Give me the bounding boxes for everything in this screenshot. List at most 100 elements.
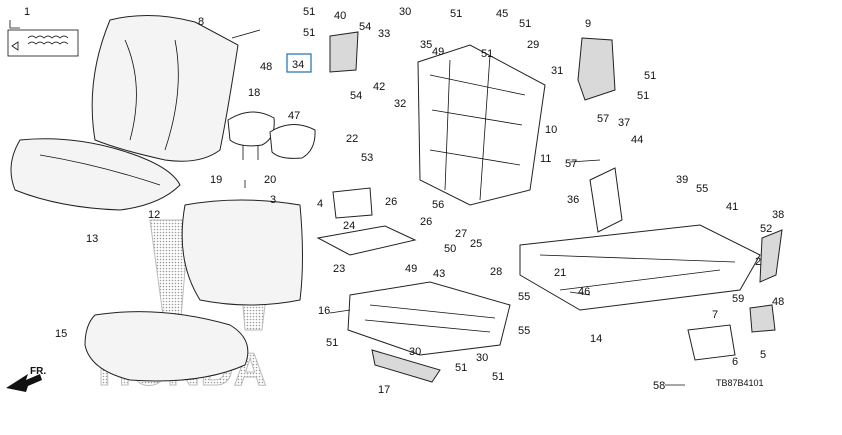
part-18-headrest <box>227 111 275 160</box>
callout-56: 56 <box>432 199 444 211</box>
callout-31: 31 <box>551 65 563 77</box>
callout-9: 9 <box>585 18 591 30</box>
callout-30c: 30 <box>476 352 488 364</box>
callout-55a: 55 <box>696 183 708 195</box>
callout-37: 37 <box>618 117 630 129</box>
drawing-code: TB87B4101 <box>716 378 764 388</box>
callout-51d: 51 <box>481 48 493 60</box>
part-15-lower-cushion <box>84 311 249 382</box>
callout-52: 52 <box>760 223 772 235</box>
part-24-box <box>332 187 373 219</box>
leader-lines <box>231 29 685 386</box>
front-direction-arrow: FR. <box>6 366 46 392</box>
callout-12: 12 <box>148 209 160 221</box>
direction-label: FR. <box>30 366 46 377</box>
part-23-tray <box>316 225 417 256</box>
part-13-seat-cushion <box>10 138 181 211</box>
part-11-seatback-frame <box>417 44 546 206</box>
callout-57b: 57 <box>565 158 577 170</box>
part-12-cushion-back <box>181 199 303 306</box>
callout-55c: 55 <box>518 325 530 337</box>
callout-5: 5 <box>760 349 766 361</box>
callout-51f: 51 <box>637 90 649 102</box>
callout-10: 10 <box>545 124 557 136</box>
callout-39: 39 <box>676 174 688 186</box>
part-8-seatback-cover <box>91 15 239 162</box>
callout-11: 11 <box>540 153 551 165</box>
callout-labels: 1 2 3 4 5 6 7 8 9 10 11 12 13 14 15 16 1… <box>24 6 784 396</box>
callout-16: 16 <box>318 305 330 317</box>
part-36-cover <box>589 167 623 233</box>
callout-51j: 51 <box>303 27 315 39</box>
callout-26b: 26 <box>420 216 432 228</box>
callout-23: 23 <box>333 263 345 275</box>
callout-28: 28 <box>490 266 502 278</box>
callout-2: 2 <box>755 256 761 268</box>
callout-27: 27 <box>455 228 467 240</box>
callout-7: 7 <box>712 309 718 321</box>
callout-43: 43 <box>433 268 445 280</box>
part-38-trim <box>759 229 783 283</box>
callout-55b: 55 <box>518 291 530 303</box>
callout-35: 35 <box>420 39 432 51</box>
callout-14: 14 <box>590 333 602 345</box>
callout-44: 44 <box>631 134 643 146</box>
callout-45: 45 <box>496 8 508 20</box>
callout-53: 53 <box>361 152 373 164</box>
callout-48a: 48 <box>260 61 272 73</box>
part-40-bracket <box>329 31 359 73</box>
callout-3: 3 <box>270 194 276 206</box>
callout-51c: 51 <box>519 18 531 30</box>
callout-26a: 26 <box>385 196 397 208</box>
callout-51a: 51 <box>303 6 315 18</box>
callout-20: 20 <box>264 174 276 186</box>
callout-22: 22 <box>346 133 358 145</box>
callout-34: 34 <box>292 59 304 71</box>
callout-18: 18 <box>248 87 260 99</box>
part-5-latch <box>749 304 776 333</box>
callout-25: 25 <box>470 238 482 250</box>
callout-51h: 51 <box>455 362 467 374</box>
callout-4: 4 <box>317 198 323 210</box>
part-16-seat-pan <box>347 281 511 356</box>
callout-42: 42 <box>373 81 385 93</box>
callout-49b: 49 <box>432 46 444 58</box>
callout-46: 46 <box>578 286 590 298</box>
callout-19: 19 <box>210 174 222 186</box>
callout-58: 58 <box>653 380 665 392</box>
part-17-bracket <box>371 349 441 383</box>
callout-1: 1 <box>24 6 30 18</box>
callout-21: 21 <box>554 267 566 279</box>
callout-13: 13 <box>86 233 98 245</box>
callout-48b: 48 <box>772 296 784 308</box>
callout-51b: 51 <box>450 8 462 20</box>
part-9-plate <box>577 37 616 101</box>
part-1-clips <box>7 20 79 57</box>
callout-36: 36 <box>567 194 579 206</box>
callout-54a: 54 <box>359 21 371 33</box>
callout-50: 50 <box>444 243 456 255</box>
callout-49a: 49 <box>405 263 417 275</box>
callout-15: 15 <box>55 328 67 340</box>
part-6-latch <box>687 324 736 361</box>
callout-17: 17 <box>378 384 390 396</box>
callout-32: 32 <box>394 98 406 110</box>
callout-30b: 30 <box>409 346 421 358</box>
part-14-seat-frame <box>519 224 761 311</box>
callout-51e: 51 <box>644 70 656 82</box>
callout-57a: 57 <box>597 113 609 125</box>
callout-24: 24 <box>343 220 355 232</box>
callout-59: 59 <box>732 293 744 305</box>
callout-54b: 54 <box>350 90 362 102</box>
callout-40: 40 <box>334 10 346 22</box>
callout-38: 38 <box>772 209 784 221</box>
callout-47: 47 <box>288 110 300 122</box>
callout-29: 29 <box>527 39 539 51</box>
callout-30a: 30 <box>399 6 411 18</box>
callout-51g: 51 <box>326 337 338 349</box>
callout-6: 6 <box>732 356 738 368</box>
callout-8: 8 <box>198 16 204 28</box>
callout-51i: 51 <box>492 371 504 383</box>
callout-33: 33 <box>378 28 390 40</box>
